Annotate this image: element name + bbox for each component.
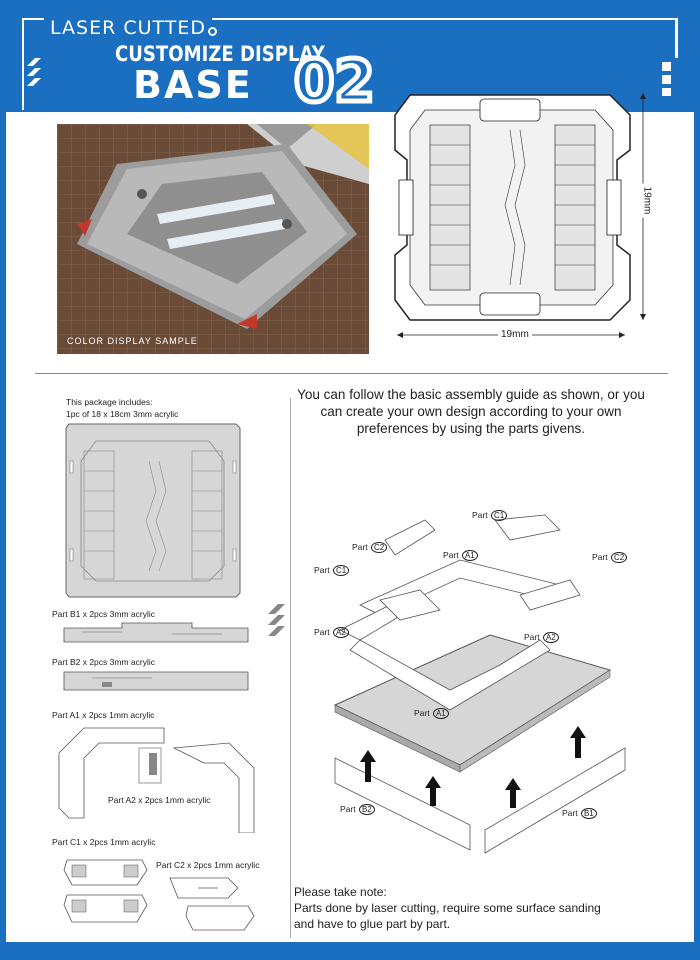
part-a1-label: Part A1 x 2pcs 1mm acrylic	[52, 710, 155, 720]
color-sample-photo: COLOR DISPLAY SAMPLE	[57, 124, 369, 354]
divider-stripes-icon	[268, 604, 285, 636]
header-number-text: 02	[294, 51, 375, 107]
header-number-02: 02	[292, 51, 377, 107]
callout-c2-right: Part C2	[592, 552, 628, 563]
height-dimension-label: 19mm	[641, 183, 653, 218]
part-b2-label: Part B2 x 2pcs 3mm acrylic	[52, 657, 155, 667]
stripes-icon	[27, 58, 41, 86]
callout-c1-top: Part C1	[472, 510, 508, 521]
part-c1-diagram	[63, 859, 148, 923]
part-b2-diagram	[63, 671, 249, 691]
footer-band	[0, 942, 700, 960]
callout-a1-top: Part A1	[443, 550, 478, 561]
part-a1-a2-diagram	[58, 727, 255, 833]
callout-a1-mid: Part A1	[414, 708, 449, 719]
header-frame	[22, 18, 676, 110]
part-b1-label: Part B1 x 2pcs 3mm acrylic	[52, 609, 155, 619]
width-dimension-label: 19mm	[498, 329, 532, 340]
acrylic-plate-diagram	[65, 423, 241, 598]
header-banner: LASER CUTTED CUSTOMIZE DISPLAY BASE 02	[0, 0, 700, 112]
exploded-assembly-diagram	[333, 514, 626, 854]
header-small-title: LASER CUTTED	[44, 17, 213, 39]
header-big-title: BASE	[133, 63, 253, 107]
header-subtitle: CUSTOMIZE DISPLAY	[115, 42, 325, 66]
assembly-instructions: You can follow the basic assembly guide …	[297, 387, 645, 436]
part-a2-label: Part A2 x 2pcs 1mm acrylic	[108, 795, 211, 805]
part-c2-label: Part C2 x 2pcs 1mm acrylic	[156, 860, 260, 870]
note-heading: Please take note:	[294, 885, 387, 899]
callout-a2-right: Part A2	[524, 632, 559, 643]
includes-heading: This package includes:	[66, 397, 153, 407]
note-line-2: and have to glue part by part.	[294, 917, 451, 931]
part-c2-diagram	[169, 877, 255, 931]
base-top-view-diagram	[394, 93, 646, 338]
callout-c1-left: Part C1	[314, 565, 350, 576]
section-divider	[35, 373, 668, 374]
column-divider	[290, 398, 291, 938]
dots-icon	[662, 62, 671, 96]
photo-caption: COLOR DISPLAY SAMPLE	[67, 336, 198, 346]
note-line-1: Parts done by laser cutting, require som…	[294, 901, 601, 915]
part-c1-label: Part C1 x 2pcs 1mm acrylic	[52, 837, 156, 847]
header-circle-ornament	[208, 27, 217, 36]
callout-b1: Part B1	[562, 808, 597, 819]
callout-a2-left: Part A2	[314, 627, 349, 638]
photo-illustration	[57, 124, 369, 354]
note-block: Please take note: Parts done by laser cu…	[294, 884, 654, 932]
header-frame-right	[675, 18, 678, 58]
callout-c2-left: Part C2	[352, 542, 388, 553]
callout-b2: Part B2	[340, 804, 375, 815]
includes-detail: 1pc of 18 x 18cm 3mm acrylic	[66, 409, 179, 419]
part-b1-diagram	[63, 622, 249, 643]
